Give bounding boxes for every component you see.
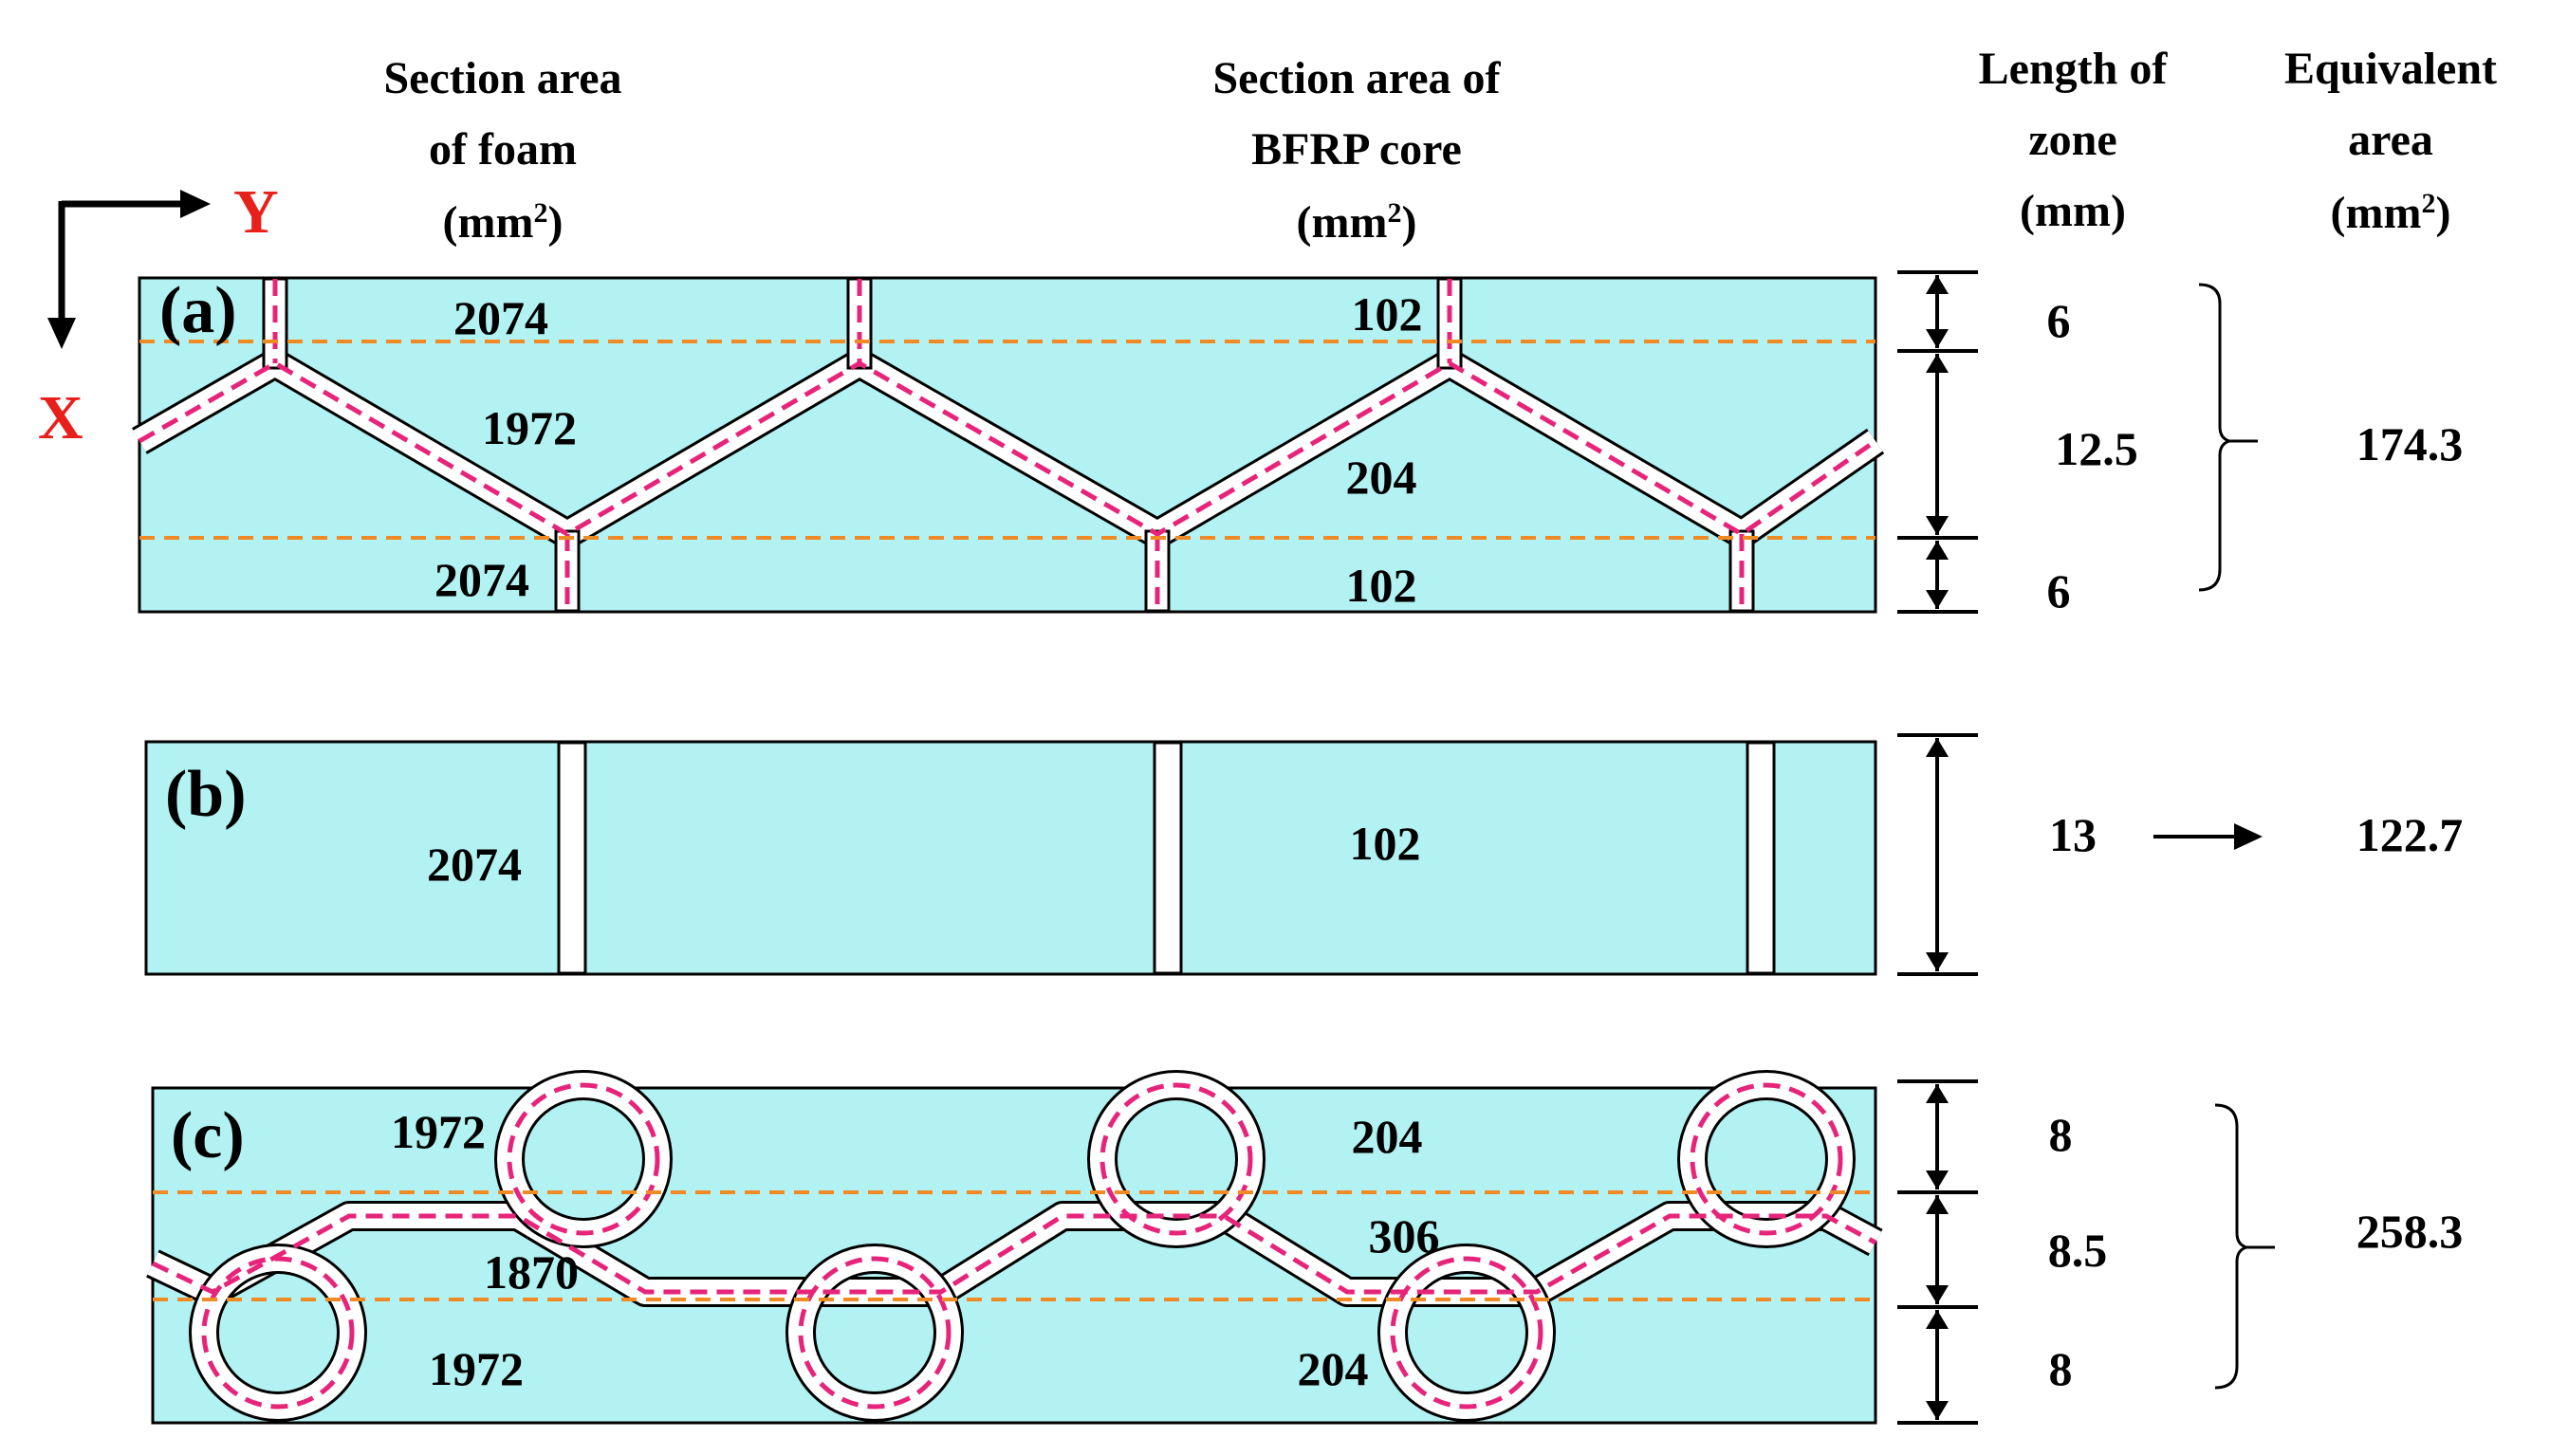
header-foam: Section area of foam (mm2): [383, 53, 621, 248]
panel-c-zone-2: 8.5: [2048, 1224, 2108, 1277]
header-foam-line1: Section area: [383, 53, 621, 103]
panel-c-zone-3: 8: [2049, 1342, 2073, 1395]
panel-c-core-bottom: 204: [1298, 1342, 1369, 1395]
header-length-line2: zone: [2028, 115, 2116, 165]
panel-c-core-mid: 306: [1369, 1209, 1440, 1262]
header-length-line3: (mm): [2020, 186, 2126, 236]
header-length: Length of zone (mm): [1979, 44, 2169, 236]
panel-a-foam-mid: 1972: [482, 401, 577, 454]
x-axis-label: X: [38, 383, 83, 452]
header-foam-line2: of foam: [429, 124, 577, 175]
panel-a-core-bottom: 102: [1346, 559, 1417, 612]
panel-b-equivalent: 122.7: [2356, 808, 2464, 861]
panel-c-label: (c): [171, 1099, 245, 1172]
panel-a-centerline: [138, 360, 1877, 537]
panel-c-zone-1: 8: [2049, 1108, 2073, 1161]
panel-a-core-top: 102: [1352, 287, 1423, 341]
panel-b-foam-value: 2074: [427, 838, 522, 891]
panel-b-dimensions: [1897, 733, 1978, 976]
panel-b-zone: 13: [2049, 808, 2097, 861]
panel-c-brace: [2214, 1103, 2275, 1390]
panel-a-brace: [2198, 283, 2258, 592]
panel-c-foam-bottom: 1972: [429, 1342, 524, 1395]
panel-a-zone-3: 6: [2047, 564, 2071, 617]
header-foam-line3: (mm2): [443, 197, 564, 249]
panel-a-label: (a): [159, 274, 237, 347]
header-equivalent-line2: area: [2348, 115, 2433, 165]
y-axis-label: Y: [233, 177, 279, 247]
header-core: Section area of BFRP core (mm2): [1212, 53, 1501, 248]
panel-b-foam-area: [144, 740, 1877, 976]
panel-a-arrowheads-icon: [1926, 275, 1949, 609]
header-equivalent-line1: Equivalent: [2284, 44, 2497, 94]
panel-a-dimensions: [1897, 270, 1978, 614]
panel-a: (a) 2074 102 1972 204 2074 102 6 12.5: [132, 270, 2464, 617]
header-core-line2: BFRP core: [1251, 124, 1462, 175]
header-core-line1: Section area of: [1212, 53, 1501, 103]
header-equivalent-line3: (mm2): [2331, 188, 2451, 239]
panel-c-foam-mid: 1870: [484, 1245, 579, 1299]
panel-c-dimensions: [1897, 1079, 1978, 1425]
y-arrowhead-icon: [180, 190, 211, 218]
panel-b-core-webs: [557, 741, 1776, 975]
panel-b-label: (b): [165, 758, 247, 831]
panel-a-foam-top: 2074: [453, 291, 548, 344]
header-core-line3: (mm2): [1297, 197, 1417, 249]
panel-c-arrowheads-icon: [1926, 1084, 1949, 1420]
panel-c-centerlines: [151, 1082, 1877, 1410]
panel-b-arrowhead-icon: [2234, 823, 2263, 850]
panel-c-core-top: 204: [1352, 1110, 1423, 1163]
header-length-line1: Length of: [1979, 44, 2169, 94]
panel-b-core-value: 102: [1350, 817, 1421, 870]
panel-a-core-mid: 204: [1346, 451, 1417, 504]
panel-a-zone-1: 6: [2047, 294, 2071, 347]
x-arrowhead-icon: [47, 318, 76, 349]
panel-a-foam-bottom: 2074: [434, 553, 529, 606]
panel-c: (c) 1972 204 306 1870 1972 204 8 8.5: [146, 1070, 2464, 1425]
panel-a-equivalent: 174.3: [2356, 417, 2464, 470]
header-equivalent: Equivalent area (mm2): [2284, 44, 2497, 238]
panel-c-equivalent: 258.3: [2356, 1205, 2464, 1258]
panel-a-zone-2: 12.5: [2055, 422, 2138, 475]
panel-c-foam-top: 1972: [391, 1105, 486, 1158]
axes-indicator: Y X: [38, 177, 279, 452]
panel-b: (b) 2074 102 13 122.7: [144, 733, 2464, 976]
panel-a-stub-centerlines: [272, 279, 1745, 611]
panel-b-arrowheads-icon: [1926, 738, 1949, 971]
